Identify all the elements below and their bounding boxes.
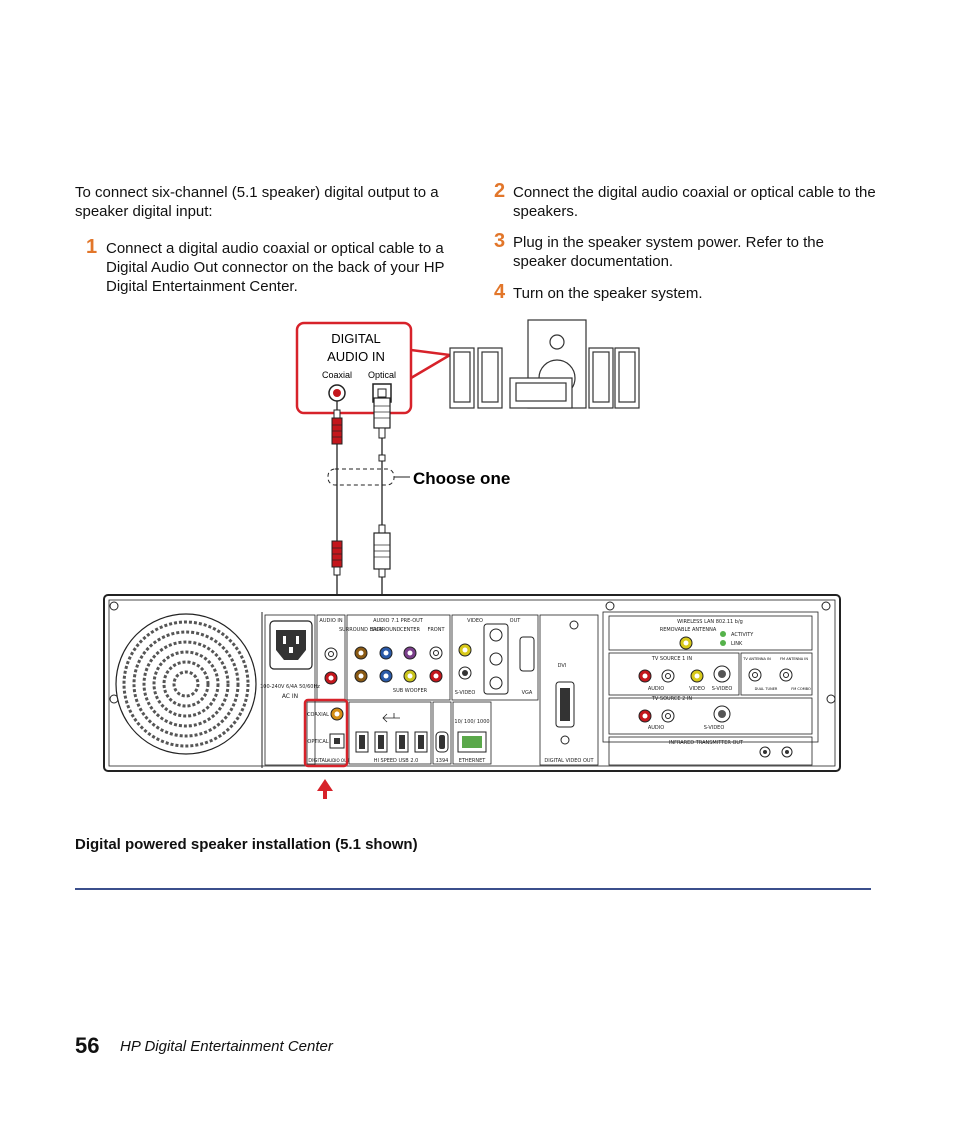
intro-text: To connect six-channel (5.1 speaker) dig… bbox=[75, 184, 439, 220]
step-3-text: Plug in the speaker system power. Refer … bbox=[513, 234, 824, 270]
optical-out-label: OPTICAL bbox=[307, 739, 328, 745]
dvi-label: DVI bbox=[558, 663, 567, 669]
activity-led-icon bbox=[720, 631, 726, 637]
ethernet-speed-label: 10/ 100/ 1000 bbox=[454, 719, 489, 725]
connection-diagram: DIGITAL AUDIO IN Coaxial Optical bbox=[103, 319, 841, 799]
coaxial-out-label: COAXIAL bbox=[307, 712, 329, 718]
audio-2-label: AUDIO bbox=[648, 725, 664, 731]
link-led-icon bbox=[720, 640, 726, 646]
voltage-label: 100-240V 6/4A 50/60Hz bbox=[260, 684, 320, 690]
step-2-number: 2 bbox=[494, 180, 506, 202]
usb-icon bbox=[382, 713, 400, 723]
choose-one-callout: Choose one bbox=[327, 468, 510, 488]
red-arrow-icon bbox=[317, 779, 333, 799]
panel-optical-label: Optical bbox=[368, 370, 396, 380]
audio-1-label: AUDIO bbox=[648, 686, 664, 692]
audio-in-label: AUDIO IN bbox=[319, 618, 342, 624]
section-divider bbox=[75, 888, 871, 890]
step-4-number: 4 bbox=[494, 281, 506, 303]
footer-title: HP Digital Entertainment Center bbox=[120, 1038, 333, 1055]
rear-panel: 100-240V 6/4A 50/60Hz AC IN AUDIO IN AUD… bbox=[103, 594, 841, 772]
audio-out-label: AUDIO OUT bbox=[327, 758, 350, 763]
wireless-label: WIRELESS LAN 802.11 b/g bbox=[677, 619, 743, 625]
panel-coaxial-label: Coaxial bbox=[322, 370, 352, 380]
removable-antenna-label: REMOVABLE ANTENNA bbox=[660, 627, 717, 633]
ethernet-label: ETHERNET bbox=[459, 758, 487, 764]
page-number: 56 bbox=[75, 1033, 100, 1058]
tv-antenna-label: TV ANTENNA IN bbox=[742, 657, 771, 661]
step-3-number: 3 bbox=[494, 230, 506, 252]
speaker-system-icon bbox=[449, 319, 640, 409]
step-2-text: Connect the digital audio coaxial or opt… bbox=[513, 184, 876, 220]
video-1-label: VIDEO bbox=[689, 686, 705, 692]
svideo-out-label: S-VIDEO bbox=[455, 690, 476, 696]
step-1-number: 1 bbox=[86, 236, 98, 258]
fan-grille-icon bbox=[115, 613, 257, 755]
panel-title-line2: AUDIO IN bbox=[327, 349, 385, 364]
infrared-label: INFRARED TRANSMITTER OUT bbox=[669, 740, 744, 746]
video-label: VIDEO bbox=[467, 618, 483, 624]
activity-label: ACTIVITY bbox=[731, 632, 754, 638]
speaker-digital-audio-in-panel: DIGITAL AUDIO IN Coaxial Optical bbox=[295, 321, 454, 415]
tv-source2-label: TV SOURCE 2 IN bbox=[651, 696, 693, 702]
tv-source1-label: TV SOURCE 1 IN bbox=[651, 656, 693, 662]
digital-label: DIGITAL bbox=[308, 758, 328, 764]
sub-woofer-label: SUB WOOFER bbox=[393, 688, 428, 694]
fm-antenna-label: FM ANTENNA IN bbox=[780, 657, 808, 661]
svideo-2-label: S-VIDEO bbox=[704, 725, 725, 731]
front-label: FRONT bbox=[427, 627, 445, 633]
dual-tuner-label: DUAL TUNER bbox=[755, 687, 778, 691]
usb-label: HI SPEED USB 2.0 bbox=[374, 758, 419, 764]
step-1-text: Connect a digital audio coaxial or optic… bbox=[106, 240, 445, 295]
surround-back-label: SURROUND BACK bbox=[339, 627, 384, 633]
digital-video-out-label: DIGITAL VIDEO OUT bbox=[544, 758, 594, 764]
fm-combo-label: FM COMBO bbox=[791, 687, 811, 691]
svideo-1-label: S-VIDEO bbox=[712, 686, 733, 692]
panel-title-line1: DIGITAL bbox=[331, 331, 381, 346]
surround-label: SURROUND bbox=[372, 627, 401, 633]
figure-caption: Digital powered speaker installation (5.… bbox=[75, 836, 418, 853]
ac-power-socket-icon bbox=[276, 630, 306, 660]
vga-label: VGA bbox=[522, 690, 533, 696]
ieee-label: 1394 bbox=[436, 758, 449, 764]
out-label: OUT bbox=[510, 618, 522, 624]
center-label: CENTER bbox=[400, 627, 421, 633]
step-4-text: Turn on the speaker system. bbox=[513, 285, 703, 302]
audio-pre-out-label: AUDIO 7.1 PRE-OUT bbox=[373, 618, 424, 624]
link-label: LINK bbox=[731, 641, 743, 647]
vga-port-icon bbox=[519, 636, 535, 672]
ac-in-label: AC IN bbox=[282, 693, 298, 700]
choose-one-label: Choose one bbox=[413, 469, 510, 488]
